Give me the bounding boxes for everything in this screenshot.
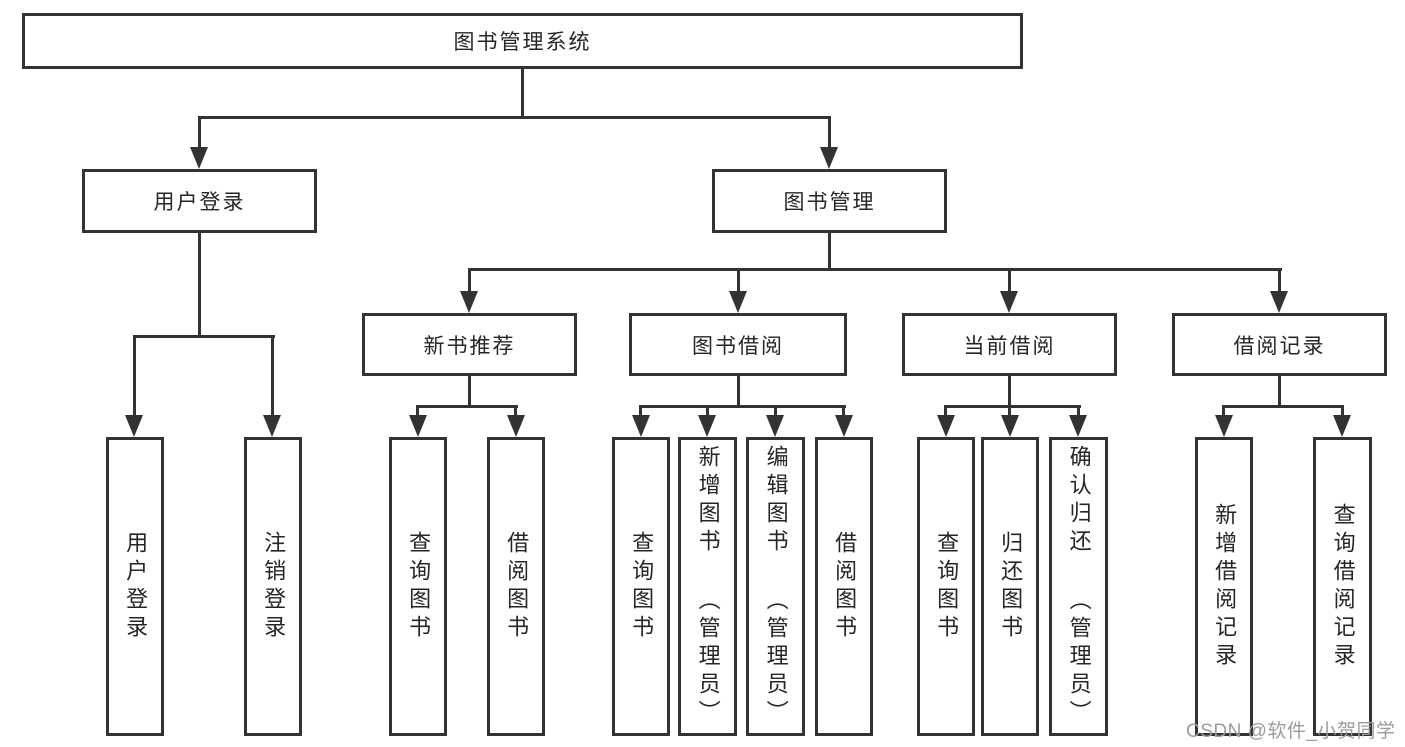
connector-line xyxy=(774,405,777,419)
arrow-down-icon xyxy=(1069,415,1087,437)
leaf-label: 查询图书 xyxy=(629,530,655,643)
connector-line xyxy=(1008,374,1011,408)
leaf-label: 查询图书 xyxy=(934,530,960,643)
connector-line xyxy=(198,116,831,119)
connector-line xyxy=(1341,405,1344,419)
node-label: 图书管理 xyxy=(783,191,876,214)
connector-line xyxy=(521,68,524,119)
connector-line xyxy=(198,116,201,152)
leaf-label: 确认归还 （管理员） xyxy=(1066,445,1092,728)
leaf-query-books-current: 查询图书 xyxy=(917,437,975,736)
connector-line xyxy=(842,405,845,419)
connector-line xyxy=(468,268,1282,271)
node-new-book-recommendation: 新书推荐 xyxy=(362,313,577,376)
node-borrowing-records: 借阅记录 xyxy=(1172,313,1387,376)
leaf-label: 借阅图书 xyxy=(504,530,530,643)
leaf-borrow-books-recommendation: 借阅图书 xyxy=(487,437,545,736)
arrow-down-icon xyxy=(1215,415,1233,437)
connector-line xyxy=(639,405,846,408)
arrow-down-icon xyxy=(937,415,955,437)
node-book-management: 图书管理 xyxy=(712,169,947,233)
connector-line xyxy=(468,268,471,293)
node-label: 新书推荐 xyxy=(423,334,516,358)
leaf-label: 编辑图书 （管理员） xyxy=(763,445,789,728)
arrow-down-icon xyxy=(1270,291,1288,313)
arrow-down-icon xyxy=(190,147,208,169)
connector-line xyxy=(133,335,136,417)
connector-line xyxy=(828,232,831,271)
leaf-label: 新增借阅记录 xyxy=(1212,502,1238,671)
leaf-query-borrow-record: 查询借阅记录 xyxy=(1313,437,1372,736)
node-label: 当前借阅 xyxy=(963,334,1056,358)
node-current-borrowing: 当前借阅 xyxy=(902,313,1117,376)
node-library-management-system: 图书管理系统 xyxy=(22,13,1023,69)
connector-line xyxy=(828,116,831,152)
connector-line xyxy=(1222,405,1344,408)
arrow-down-icon xyxy=(835,415,853,437)
node-label: 图书借阅 xyxy=(692,334,784,358)
connector-line xyxy=(737,374,740,408)
leaf-confirm-return-admin: 确认归还 （管理员） xyxy=(1049,437,1108,736)
arrow-down-icon xyxy=(1333,415,1351,437)
leaf-user-login: 用户登录 xyxy=(106,437,164,736)
leaf-label: 归还图书 xyxy=(998,530,1024,643)
connector-line xyxy=(468,374,471,408)
leaf-label: 借阅图书 xyxy=(832,530,858,643)
arrow-down-icon xyxy=(820,147,838,169)
leaf-query-books-recommendation: 查询图书 xyxy=(389,437,447,736)
node-label: 用户登录 xyxy=(153,191,246,214)
connector-line xyxy=(1278,268,1281,293)
connector-line xyxy=(1278,374,1281,408)
leaf-borrow-books-borrowing: 借阅图书 xyxy=(815,437,873,736)
leaf-edit-books-admin: 编辑图书 （管理员） xyxy=(746,437,805,736)
arrow-down-icon xyxy=(409,415,427,437)
arrow-down-icon xyxy=(766,415,784,437)
connector-line xyxy=(1008,268,1011,293)
connector-line xyxy=(271,335,274,417)
leaf-label: 用户登录 xyxy=(123,530,149,643)
connector-line xyxy=(706,405,709,419)
arrow-down-icon xyxy=(263,415,281,437)
arrow-down-icon xyxy=(125,415,143,437)
connector-line xyxy=(416,405,419,419)
connector-line xyxy=(1008,405,1011,419)
node-user-login: 用户登录 xyxy=(82,169,317,233)
connector-line xyxy=(133,335,275,338)
connector-line xyxy=(514,405,517,419)
leaf-label: 查询图书 xyxy=(406,530,432,643)
arrow-down-icon xyxy=(1000,291,1018,313)
leaf-label: 查询借阅记录 xyxy=(1330,502,1356,671)
leaf-query-books-borrowing: 查询图书 xyxy=(612,437,670,736)
connector-line xyxy=(639,405,642,419)
node-label: 图书管理系统 xyxy=(453,31,592,54)
connector-line xyxy=(416,405,518,408)
leaf-logout-login: 注销登录 xyxy=(244,437,302,736)
arrow-down-icon xyxy=(698,415,716,437)
leaf-add-books-admin: 新增图书 （管理员） xyxy=(678,437,737,736)
connector-line xyxy=(944,405,947,419)
connector-line xyxy=(737,268,740,293)
arrow-down-icon xyxy=(460,291,478,313)
node-book-borrowing: 图书借阅 xyxy=(629,313,847,376)
connector-line xyxy=(944,405,1081,408)
leaf-label: 新增图书 （管理员） xyxy=(695,445,721,728)
leaf-add-borrow-record: 新增借阅记录 xyxy=(1195,437,1253,736)
arrow-down-icon xyxy=(1001,415,1019,437)
leaf-label: 注销登录 xyxy=(261,530,287,643)
csdn-watermark: CSDN @软件_小贺同学 xyxy=(1186,721,1396,742)
arrow-down-icon xyxy=(729,291,747,313)
connector-line xyxy=(1077,405,1080,419)
arrow-down-icon xyxy=(632,415,650,437)
node-label: 借阅记录 xyxy=(1233,334,1326,358)
connector-line xyxy=(198,232,201,338)
arrow-down-icon xyxy=(507,415,525,437)
leaf-return-books: 归还图书 xyxy=(981,437,1039,736)
connector-line xyxy=(1222,405,1225,419)
